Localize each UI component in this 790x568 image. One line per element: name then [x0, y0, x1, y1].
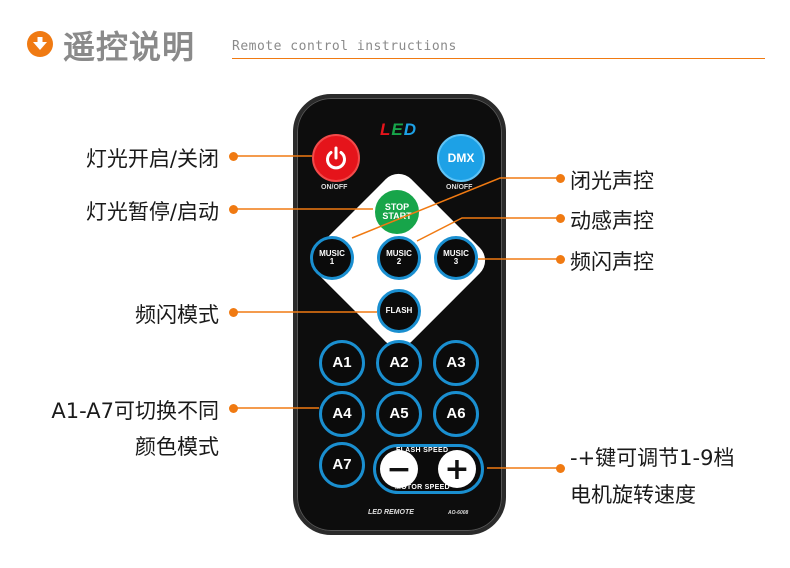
callout-music-3: 频闪声控 [570, 250, 654, 274]
music-3-number: 3 [453, 257, 459, 266]
stop-start-button[interactable]: STOP START [373, 188, 421, 236]
callout-dot-color [229, 404, 238, 413]
callout-speed-line2: 电机旋转速度 [570, 483, 696, 507]
a2-button[interactable]: A2 [376, 340, 422, 386]
music-1-label: MUSIC [319, 248, 345, 258]
start-label: START [382, 211, 412, 221]
callout-dot-speed [556, 464, 565, 473]
music-2-number: 2 [396, 257, 402, 266]
music-1-number: 1 [329, 257, 335, 266]
stop-label: STOP [384, 201, 410, 212]
power-icon [326, 146, 346, 170]
callout-color-modes-line1: A1-A7可切换不同 [51, 399, 219, 423]
music-3-label: MUSIC [443, 248, 469, 258]
page-subtitle: Remote control instructions [232, 39, 457, 54]
remote-model-text: AO-6008 [448, 510, 469, 516]
a6-button[interactable]: A6 [433, 391, 479, 437]
down-arrow-circle-icon [27, 31, 53, 57]
power-caption: ON/OFF [321, 184, 348, 191]
dmx-label: DMX [447, 150, 475, 165]
flash-speed-label: FLASH SPEED [396, 447, 449, 454]
callout-pause-start: 灯光暂停/启动 [85, 200, 219, 224]
callout-color-modes-line2: 颜色模式 [135, 435, 219, 459]
speed-minus-button[interactable]: − [380, 450, 418, 488]
logo-letter-d: D [403, 120, 418, 139]
a3-button[interactable]: A3 [433, 340, 479, 386]
callout-speed-line1: -+键可调节1-9档 [570, 446, 735, 470]
a5-button[interactable]: A5 [376, 391, 422, 437]
callout-dot-strobe [229, 308, 238, 317]
music-2-label: MUSIC [386, 248, 412, 258]
callout-strobe-mode: 频闪模式 [135, 303, 219, 327]
callout-power: 灯光开启/关闭 [85, 147, 219, 171]
callout-dot-music2 [556, 214, 565, 223]
led-logo: LED [380, 120, 417, 140]
page-title: 遥控说明 [63, 28, 196, 66]
callout-dot-music1 [556, 174, 565, 183]
flash-label: FLASH [385, 305, 413, 315]
logo-letter-l: L [380, 120, 392, 139]
logo-letter-e: E [391, 120, 404, 139]
dmx-button[interactable]: DMX [437, 134, 485, 182]
a1-button[interactable]: A1 [319, 340, 365, 386]
callout-dot-power [229, 152, 238, 161]
callout-dot-pause [229, 205, 238, 214]
callout-music-1: 闭光声控 [570, 169, 654, 193]
callout-dot-music3 [556, 255, 565, 264]
dmx-caption: ON/OFF [446, 184, 473, 191]
remote-footer-text: LED REMOTE [368, 509, 414, 516]
power-button[interactable] [312, 134, 360, 182]
speed-plus-button[interactable]: + [438, 450, 476, 488]
callout-music-2: 动感声控 [570, 209, 654, 233]
flash-button[interactable]: FLASH [377, 289, 421, 333]
motor-speed-label: MOTOR SPEED [395, 484, 450, 491]
a7-button[interactable]: A7 [319, 442, 365, 488]
header-divider [232, 58, 765, 59]
a4-button[interactable]: A4 [319, 391, 365, 437]
